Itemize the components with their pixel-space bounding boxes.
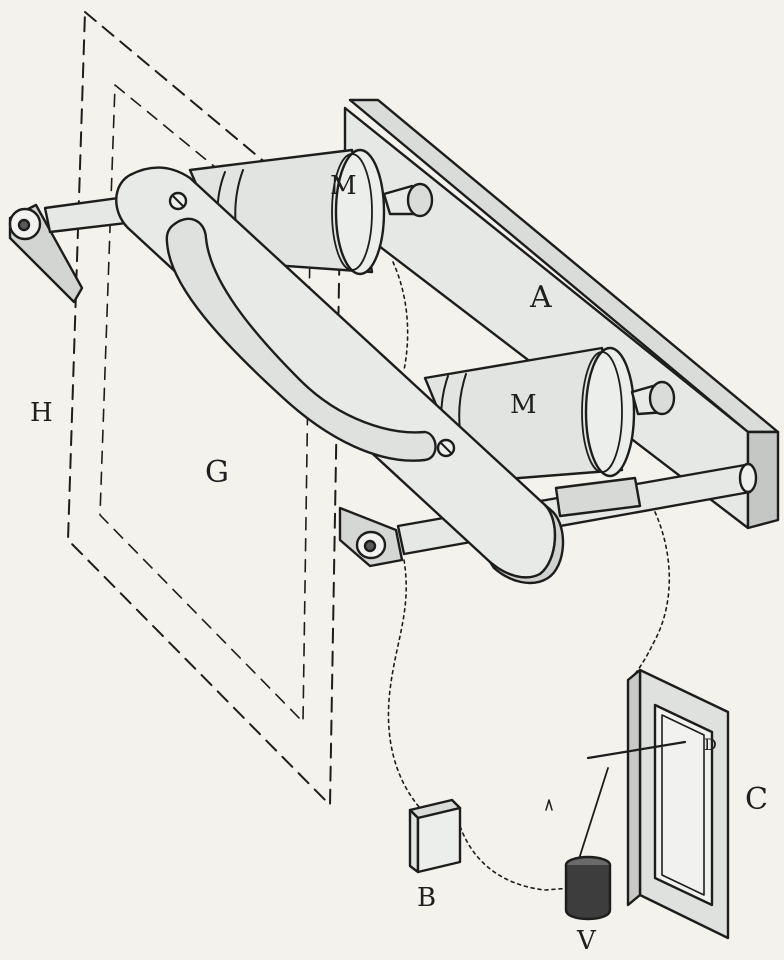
arrow-mark	[545, 799, 553, 811]
label-H: H	[30, 398, 53, 428]
label-M-upper: M	[330, 171, 357, 201]
indicator-C	[577, 668, 730, 940]
armature-bar	[115, 166, 565, 585]
wire-right	[629, 511, 671, 681]
label-C: C	[745, 782, 768, 817]
handle	[165, 217, 437, 462]
label-A: A	[530, 280, 552, 315]
label-D: D	[704, 735, 717, 754]
wire-left	[387, 261, 421, 809]
battery-B	[408, 798, 462, 874]
label-V: V	[577, 926, 596, 956]
label-M-lower: M	[510, 390, 537, 420]
label-B: B	[417, 883, 437, 913]
wire-bottom	[457, 819, 573, 891]
cylinder-V	[564, 855, 612, 921]
label-G: G	[205, 455, 229, 490]
